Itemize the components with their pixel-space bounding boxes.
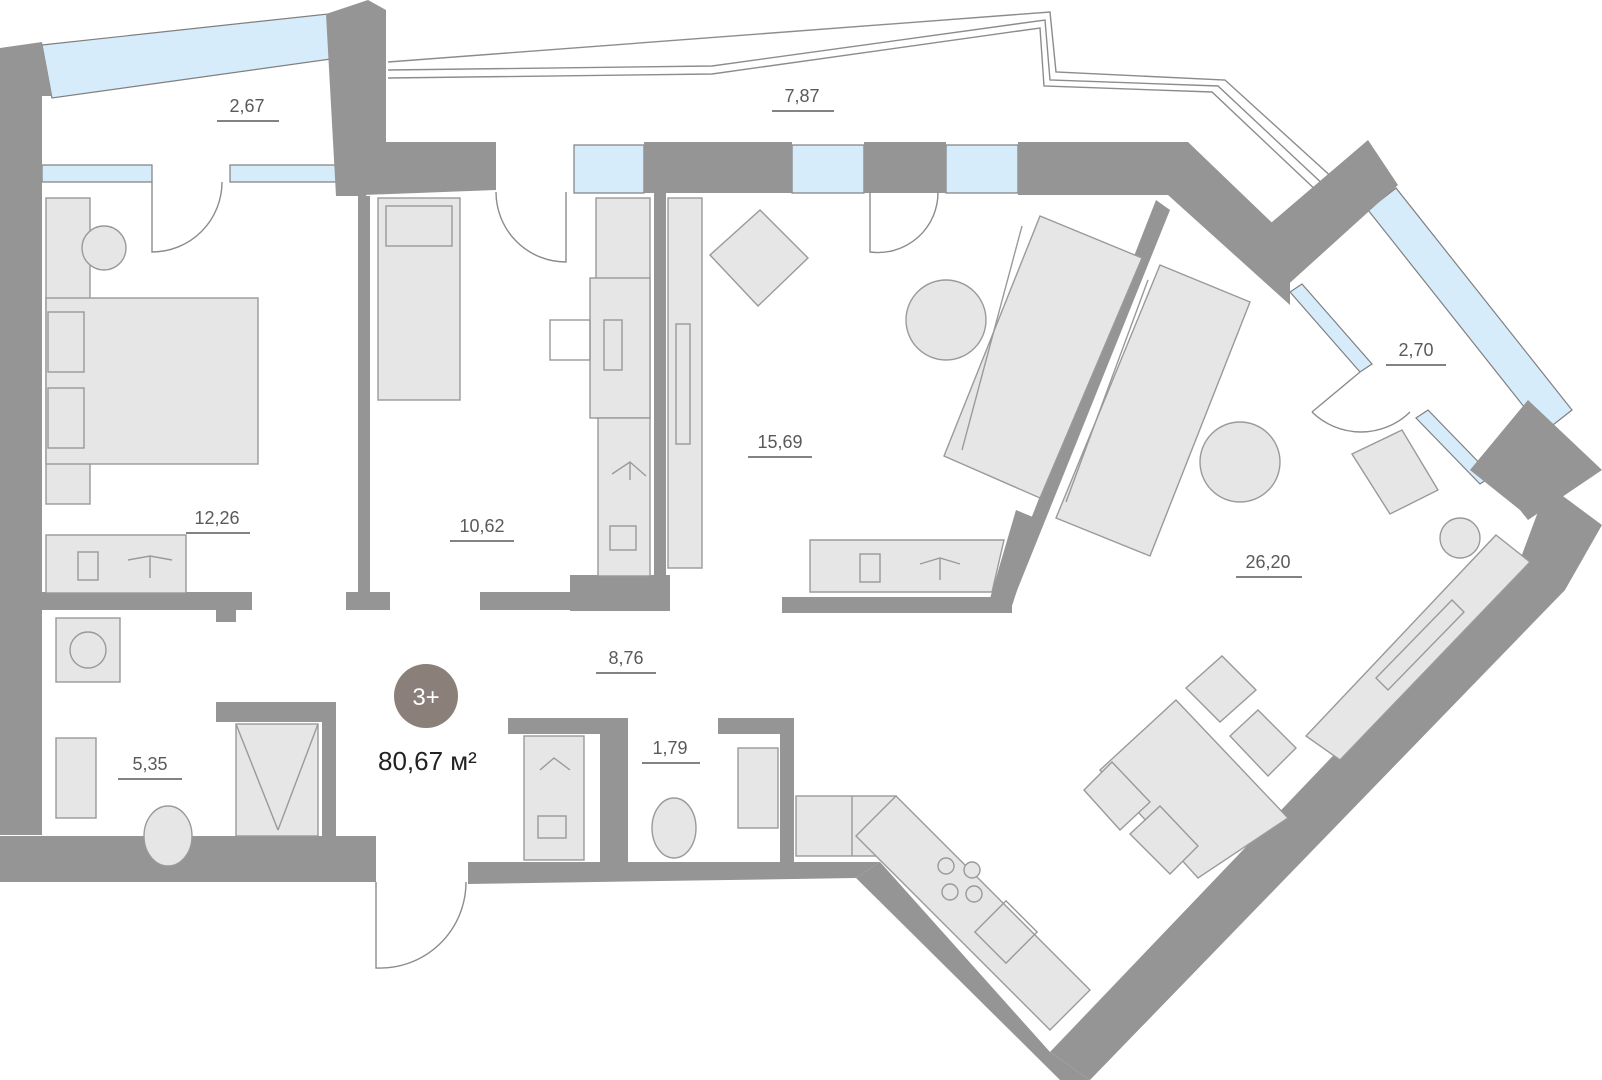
area-label-hall: 8,76 [596,648,656,674]
area-labels: 2,67 7,87 12,26 10,62 15,69 2,70 26,20 [118,86,1446,780]
svg-text:1,79: 1,79 [652,738,687,758]
svg-text:2,67: 2,67 [229,96,264,116]
rooms-badge: 3+ [394,664,458,728]
area-label-bedroom-2: 10,62 [450,516,514,542]
svg-text:10,62: 10,62 [459,516,504,536]
area-label-bathroom: 5,35 [118,754,182,780]
balcony-frames [387,11,1336,195]
area-label-living-kitchen: 26,20 [1236,552,1302,578]
furniture [45,197,1532,1031]
svg-text:12,26: 12,26 [194,508,239,528]
svg-text:5,35: 5,35 [132,754,167,774]
total-area: 80,67 м² [378,746,477,776]
svg-text:7,87: 7,87 [784,86,819,106]
svg-text:15,69: 15,69 [757,432,802,452]
svg-text:3+: 3+ [412,684,439,711]
area-label-balcony-small: 2,67 [217,96,279,122]
doors [151,181,1411,969]
area-label-balcony-long: 7,87 [772,86,834,112]
area-label-balcony-corner: 2,70 [1386,340,1446,366]
area-label-wc: 1,79 [642,738,700,764]
svg-text:26,20: 26,20 [1245,552,1290,572]
windows [41,13,1573,485]
area-label-bedroom-1: 12,26 [186,508,250,534]
area-label-bedroom-3: 15,69 [748,432,812,458]
svg-text:8,76: 8,76 [608,648,643,668]
svg-text:2,70: 2,70 [1398,340,1433,360]
